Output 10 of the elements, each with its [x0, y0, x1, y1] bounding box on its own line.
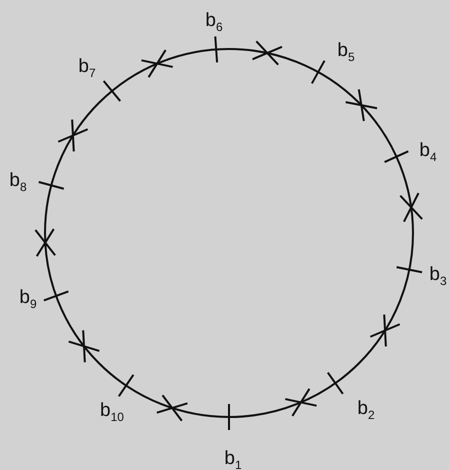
point-label: b$_{10}$ — [100, 401, 124, 423]
point-label: b$_{6}$ — [205, 11, 223, 33]
point-label: b$_{9}$ — [19, 288, 37, 310]
point-label: b$_{7}$ — [78, 57, 96, 79]
point-label: b$_{1}$ — [224, 449, 242, 470]
point-label: b$_{8}$ — [9, 171, 27, 193]
point-label: b$_{4}$ — [419, 141, 437, 163]
point-label: b$_{2}$ — [357, 399, 375, 421]
point-label: b$_{3}$ — [429, 265, 447, 287]
point-label: b$_{5}$ — [337, 41, 355, 63]
